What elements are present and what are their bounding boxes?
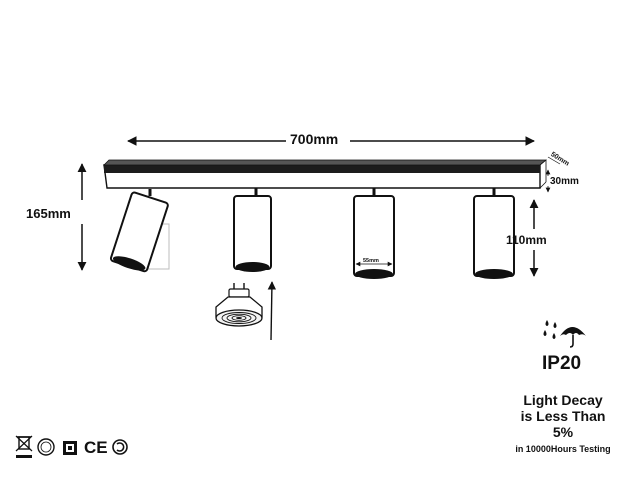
- height-label: 165mm: [26, 206, 71, 221]
- spotlight-2: [233, 188, 272, 272]
- width-label: 700mm: [290, 131, 339, 147]
- recycle-icon: [112, 439, 128, 455]
- decay-line-3: 5%: [552, 424, 574, 440]
- bar-depth-dimension: [545, 156, 561, 193]
- ce-icon: CE: [84, 438, 108, 457]
- light-decay-info: Light Decay is Less Than 5% in 10000Hour…: [498, 392, 628, 456]
- rohs-icon: [37, 438, 55, 456]
- ip-rating-label: IP20: [542, 353, 582, 374]
- gu10-bulb: [215, 283, 263, 327]
- weee-bin-icon: [15, 435, 33, 458]
- rain-umbrella-icon: [543, 320, 586, 348]
- decay-line-2: is Less Than: [520, 408, 606, 424]
- track-bar: [103, 159, 548, 189]
- spot-diameter-label: 55mm: [363, 258, 379, 264]
- spot-length-label: 110mm: [506, 233, 547, 247]
- spotlight-4: [473, 188, 515, 279]
- bar-depth-label: 30mm: [550, 176, 579, 187]
- decay-line-4: in 10000Hours Testing: [515, 444, 611, 454]
- gs-icon: [63, 441, 77, 455]
- insert-arrow: [267, 281, 277, 341]
- spotlight-1: [109, 189, 170, 273]
- decay-line-1: Light Decay: [523, 392, 603, 408]
- spotlight-3: [353, 188, 395, 279]
